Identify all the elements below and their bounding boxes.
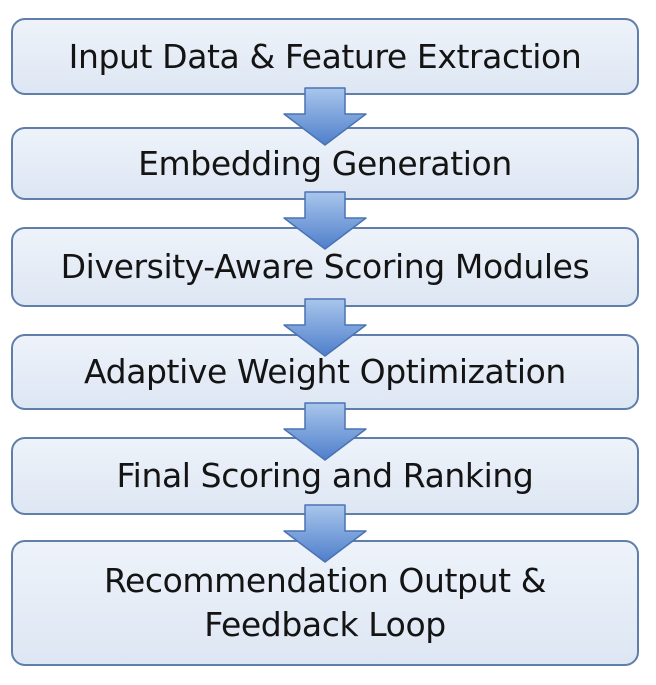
down-arrow-icon xyxy=(281,190,369,252)
down-arrow-icon-graphic xyxy=(283,191,367,250)
down-arrow-shape xyxy=(283,298,367,357)
step-label-line-1: Recommendation Output & xyxy=(103,561,547,601)
down-arrow-icon-graphic xyxy=(283,87,367,146)
down-arrow-shape xyxy=(283,191,367,250)
down-arrow-icon-graphic xyxy=(283,298,367,357)
down-arrow-shape xyxy=(283,504,367,563)
step-adaptive-weight-optimization: Adaptive Weight Optimization xyxy=(11,334,639,410)
step-label: Final Scoring and Ranking xyxy=(116,456,534,496)
step-label-line-2: Feedback Loop xyxy=(204,605,446,644)
step-label-group: Recommendation Output & Feedback Loop xyxy=(103,559,547,646)
step-input-data-feature-extraction: Input Data & Feature Extraction xyxy=(11,18,639,95)
step-label: Diversity-Aware Scoring Modules xyxy=(60,247,590,287)
down-arrow-shape xyxy=(283,402,367,461)
down-arrow-icon xyxy=(281,86,369,148)
step-label: Adaptive Weight Optimization xyxy=(84,352,566,392)
down-arrow-shape xyxy=(283,87,367,146)
down-arrow-icon-graphic xyxy=(283,504,367,563)
step-label: Input Data & Feature Extraction xyxy=(68,36,582,76)
down-arrow-icon xyxy=(281,401,369,463)
down-arrow-icon xyxy=(281,297,369,359)
down-arrow-icon-graphic xyxy=(283,402,367,461)
down-arrow-icon xyxy=(281,503,369,565)
step-label: Embedding Generation xyxy=(138,143,512,183)
